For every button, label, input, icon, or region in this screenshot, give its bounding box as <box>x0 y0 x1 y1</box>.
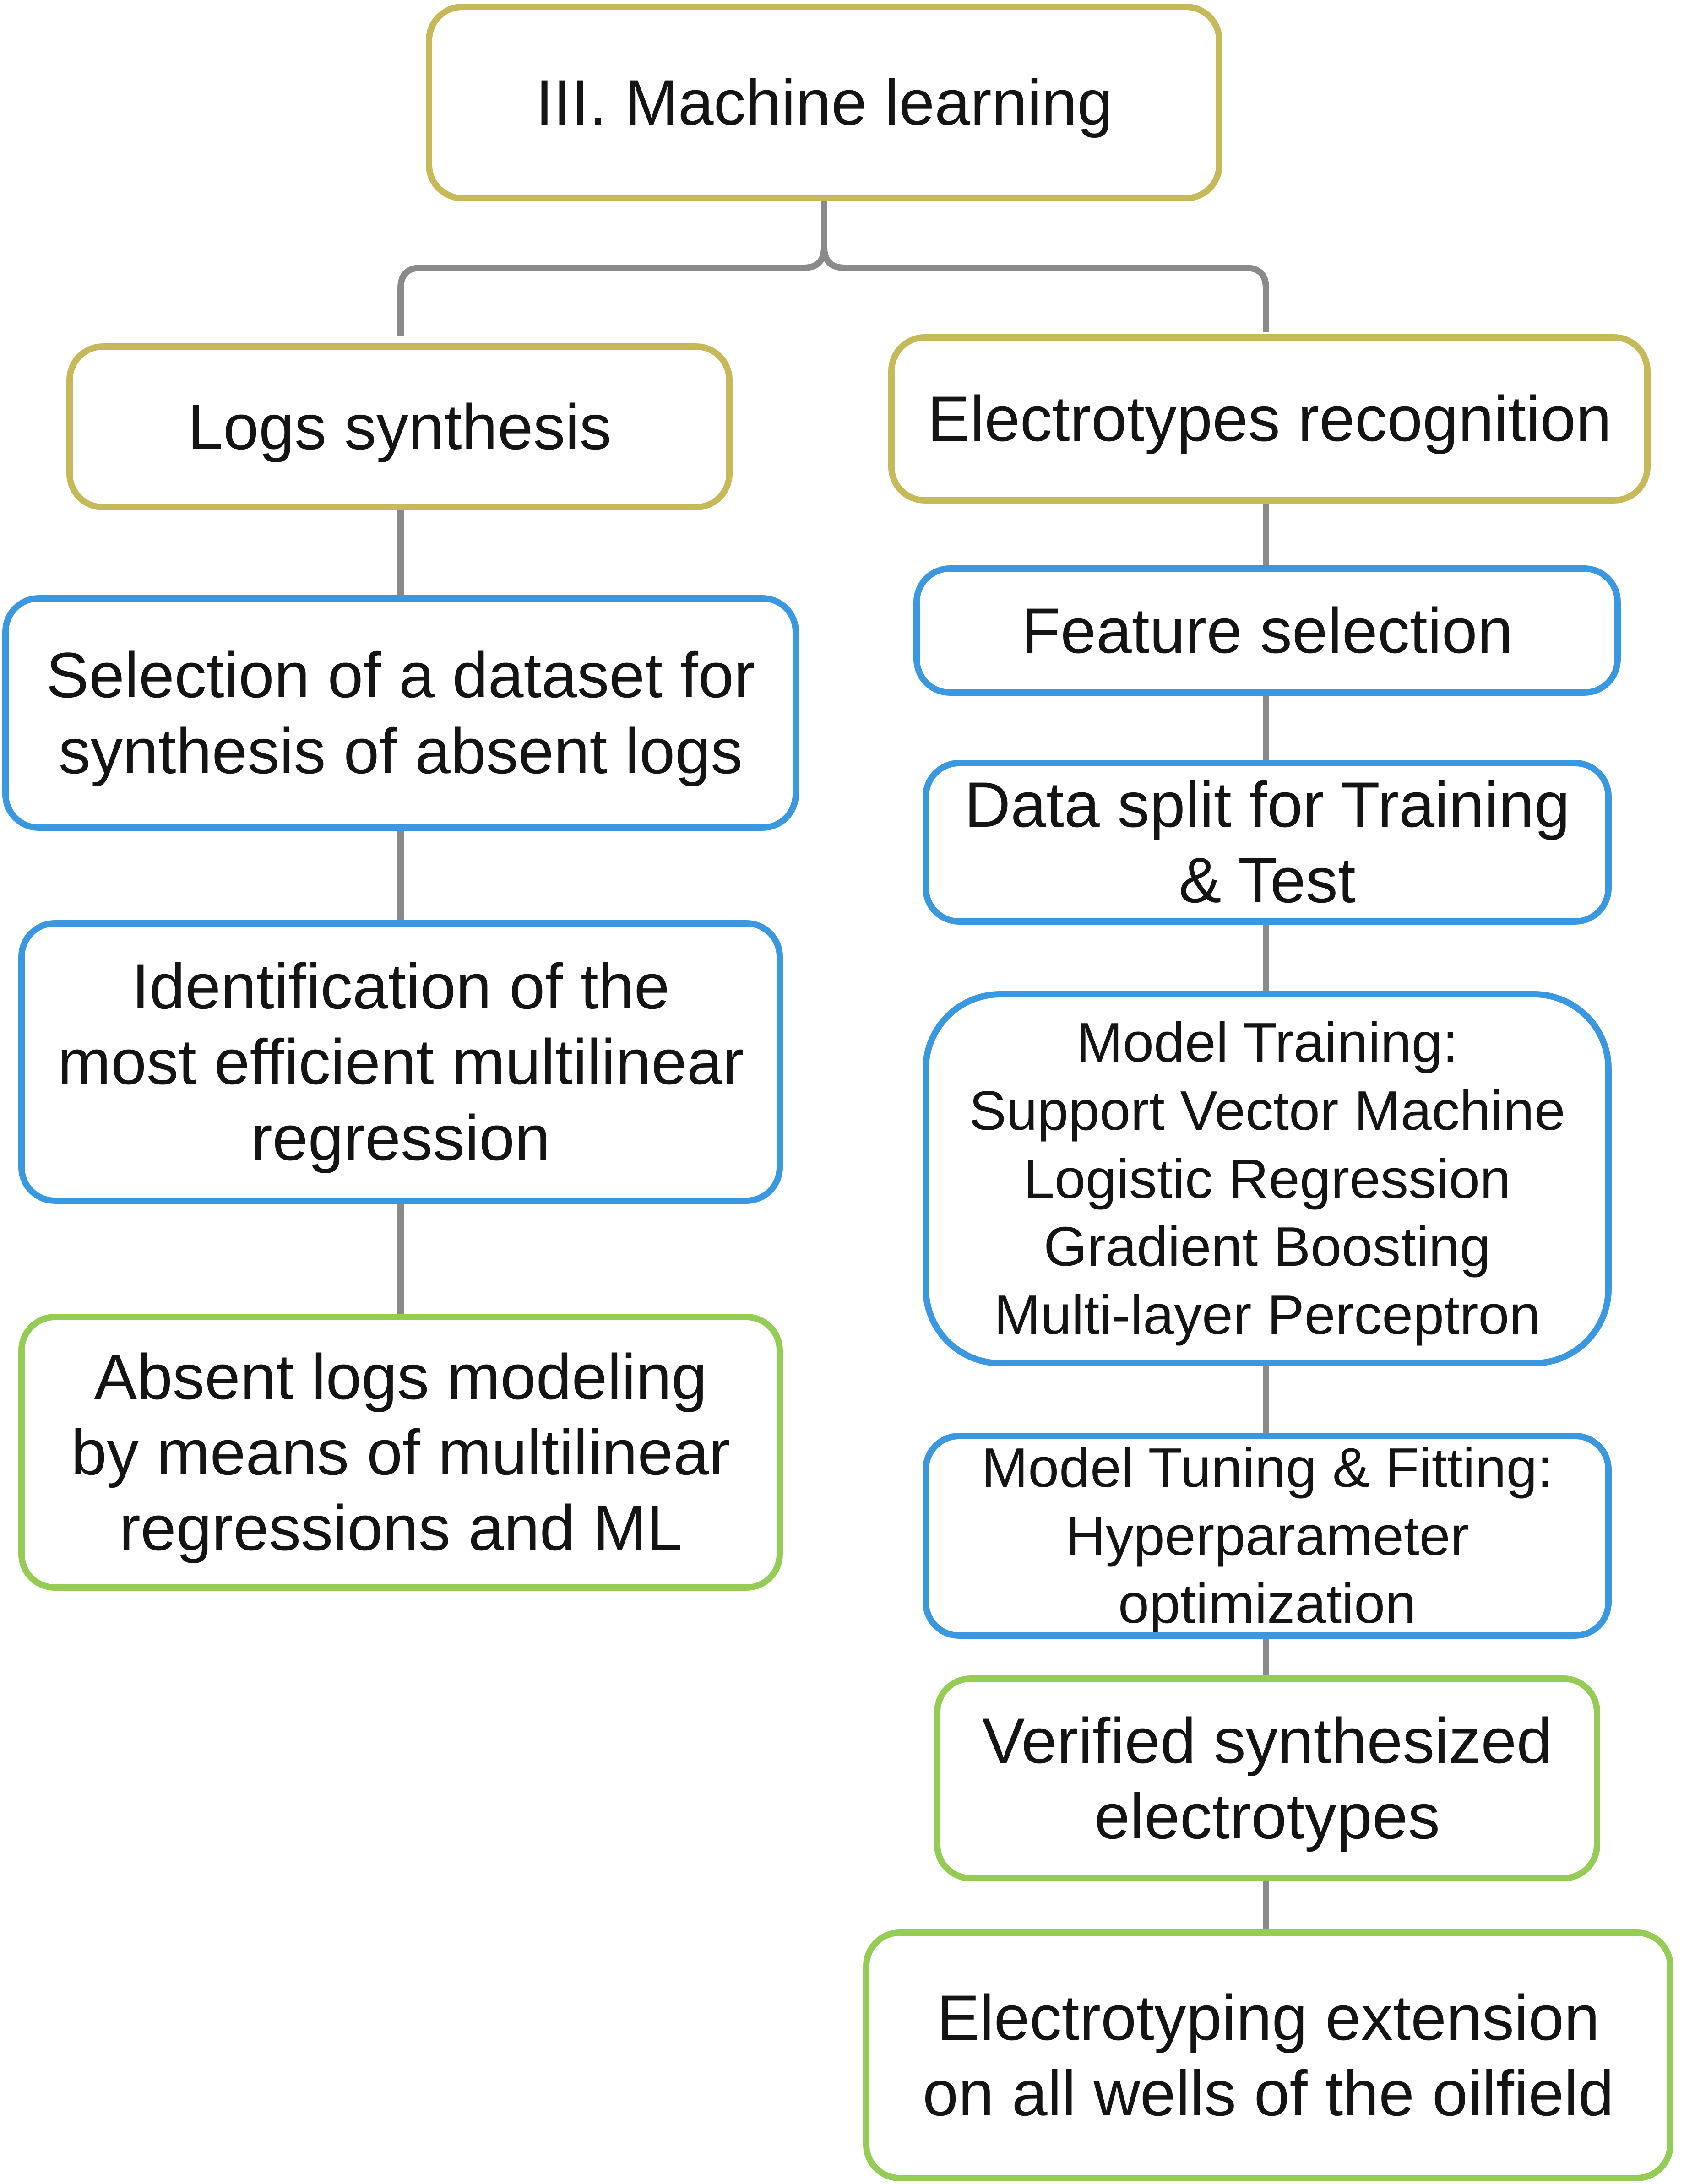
node-line: III. Machine learning <box>535 66 1113 139</box>
node-line: Gradient Boosting <box>1043 1215 1491 1278</box>
node-line: Absent logs modeling <box>94 1340 707 1413</box>
node-line: Logs synthesis <box>187 390 612 463</box>
feature-selection-node: Feature selection <box>913 565 1621 696</box>
node-line: synthesis of absent logs <box>58 715 743 787</box>
node-line: electrotypes <box>1094 1780 1440 1852</box>
node-line: Electrotypes recognition <box>927 383 1612 455</box>
node-line: most efficient multilinear <box>57 1026 744 1098</box>
node-line: Verified synthesized <box>982 1704 1553 1777</box>
logs-synthesis-node: Logs synthesis <box>66 343 733 510</box>
absent-logs-modeling-node: Absent logs modeling by means of multili… <box>18 1314 783 1591</box>
node-line: Support Vector Machine <box>969 1079 1565 1142</box>
node-line: Logistic Regression <box>1023 1147 1511 1210</box>
multilinear-identification-node: Identification of the most efficient mul… <box>18 920 783 1204</box>
model-training-node: Model Training: Support Vector Machine L… <box>923 991 1612 1366</box>
root-split-connector <box>397 201 1269 336</box>
node-line: Selection of a dataset for <box>46 639 755 711</box>
node-line: Data split for Training <box>964 768 1570 840</box>
node-line: on all wells of the oilfield <box>923 2057 1614 2129</box>
node-line: Model Tuning & Fitting: <box>981 1436 1553 1499</box>
root-node-machine-learning: III. Machine learning <box>426 4 1222 201</box>
node-line: Hyperparameter <box>1065 1504 1469 1567</box>
node-line: Feature selection <box>1021 594 1513 667</box>
data-split-node: Data split for Training & Test <box>923 760 1612 925</box>
node-line: by means of multilinear <box>71 1416 730 1488</box>
node-line: Model Training: <box>1076 1011 1458 1073</box>
node-line: regressions and ML <box>119 1492 682 1564</box>
electrotypes-recognition-node: Electrotypes recognition <box>888 334 1651 504</box>
verified-electrotypes-node: Verified synthesized electrotypes <box>934 1675 1600 1881</box>
node-line: optimization <box>1118 1572 1416 1635</box>
node-line: & Test <box>1179 844 1356 916</box>
model-tuning-node: Model Tuning & Fitting: Hyperparameter o… <box>923 1433 1612 1639</box>
dataset-selection-node: Selection of a dataset for synthesis of … <box>2 595 799 831</box>
electrotyping-extension-node: Electrotyping extension on all wells of … <box>863 1929 1673 2181</box>
node-line: regression <box>251 1101 550 1174</box>
node-line: Multi-layer Perceptron <box>994 1284 1541 1346</box>
node-line: Electrotyping extension <box>937 1981 1600 2054</box>
node-line: Identification of the <box>131 950 670 1023</box>
